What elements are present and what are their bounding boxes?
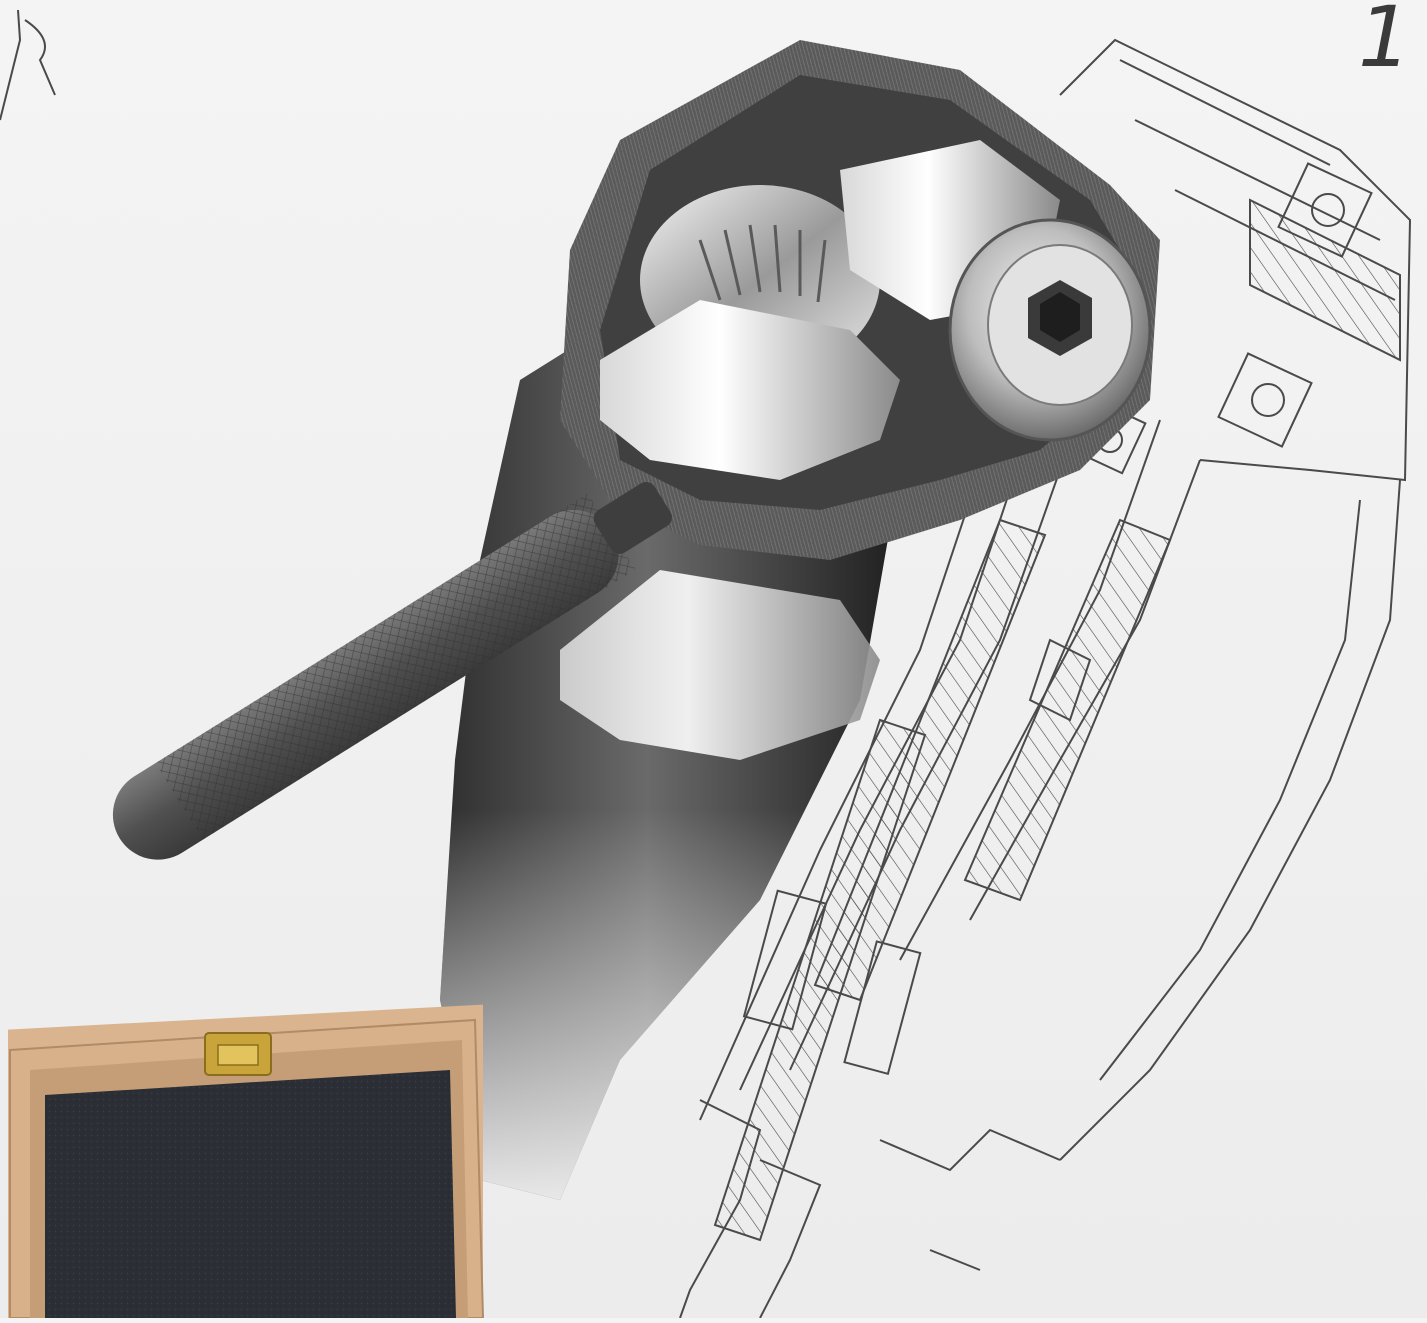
wooden-case [8, 1004, 485, 1323]
technical-drawing [0, 9, 1412, 1319]
scale-label: 1 [1358, 0, 1412, 86]
gear-head-cutaway [560, 40, 1160, 560]
side-handle [112, 481, 672, 860]
